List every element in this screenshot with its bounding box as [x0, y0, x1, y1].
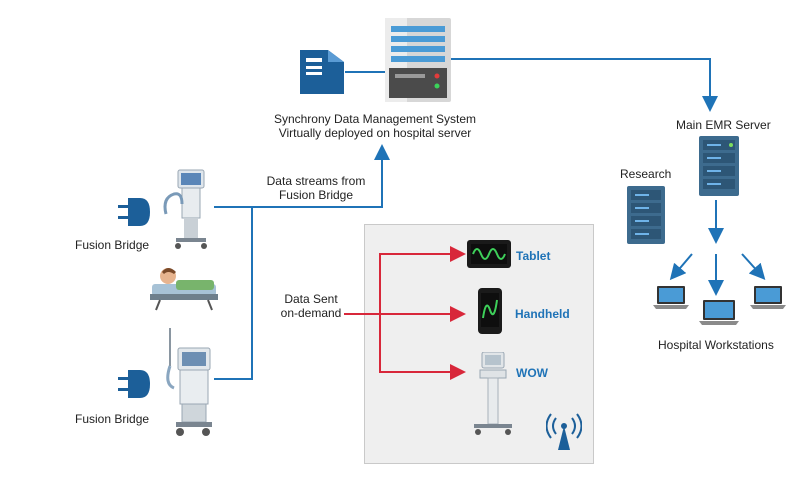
fusion-bridge-label-2: Fusion Bridge — [75, 412, 150, 426]
ventilator-icon — [166, 328, 212, 436]
server-doc-icon — [300, 50, 344, 94]
emr-to-right-laptop-arrow — [741, 253, 766, 280]
tablet-label: Tablet — [516, 249, 551, 263]
sent-label-line1: Data Sent — [284, 292, 338, 306]
plug-icon — [118, 198, 150, 226]
research-label: Research — [620, 167, 672, 181]
sync-to-emr-line — [450, 58, 718, 112]
tablet-icon — [467, 240, 511, 268]
sync-label-line2: Virtually deployed on hospital server — [278, 126, 472, 140]
handheld-icon — [478, 288, 502, 334]
ventilator2-line — [214, 207, 253, 380]
research-server-icon — [627, 186, 665, 244]
laptop-icon — [750, 286, 786, 309]
wow-cart-icon — [474, 352, 512, 435]
laptop-icon — [653, 286, 689, 309]
wow-label: WOW — [516, 366, 548, 380]
fusion-bridge-label-1: Fusion Bridge — [75, 238, 150, 252]
streams-label: Data streams from Fusion Bridge — [262, 174, 370, 202]
sent-label: Data Sent on-demand — [276, 292, 346, 320]
sent-to-wow-arrow — [379, 314, 466, 380]
plug-icon — [118, 370, 150, 398]
streams-label-line1: Data streams from — [266, 174, 366, 188]
sync-label-line1: Synchrony Data Management System — [273, 112, 477, 126]
emr-server-icon — [699, 136, 739, 196]
laptop-icon — [699, 300, 739, 325]
sync-label: Synchrony Data Management System Virtual… — [260, 112, 490, 140]
streams-label-line2: Fusion Bridge — [278, 188, 354, 202]
workstations-label: Hospital Workstations — [658, 338, 774, 352]
wireless-icon — [546, 413, 582, 450]
sent-to-tablet-arrow — [379, 246, 466, 314]
emr-label: Main EMR Server — [676, 118, 771, 132]
ventilator1-line — [214, 144, 390, 208]
emr-to-left-laptop-arrow — [669, 253, 693, 281]
ventilator-icon — [163, 169, 207, 249]
sent-label-line2: on-demand — [280, 306, 342, 320]
server-tower-icon — [385, 18, 451, 102]
patient-bed-icon — [150, 268, 218, 311]
handheld-label: Handheld — [515, 307, 570, 321]
